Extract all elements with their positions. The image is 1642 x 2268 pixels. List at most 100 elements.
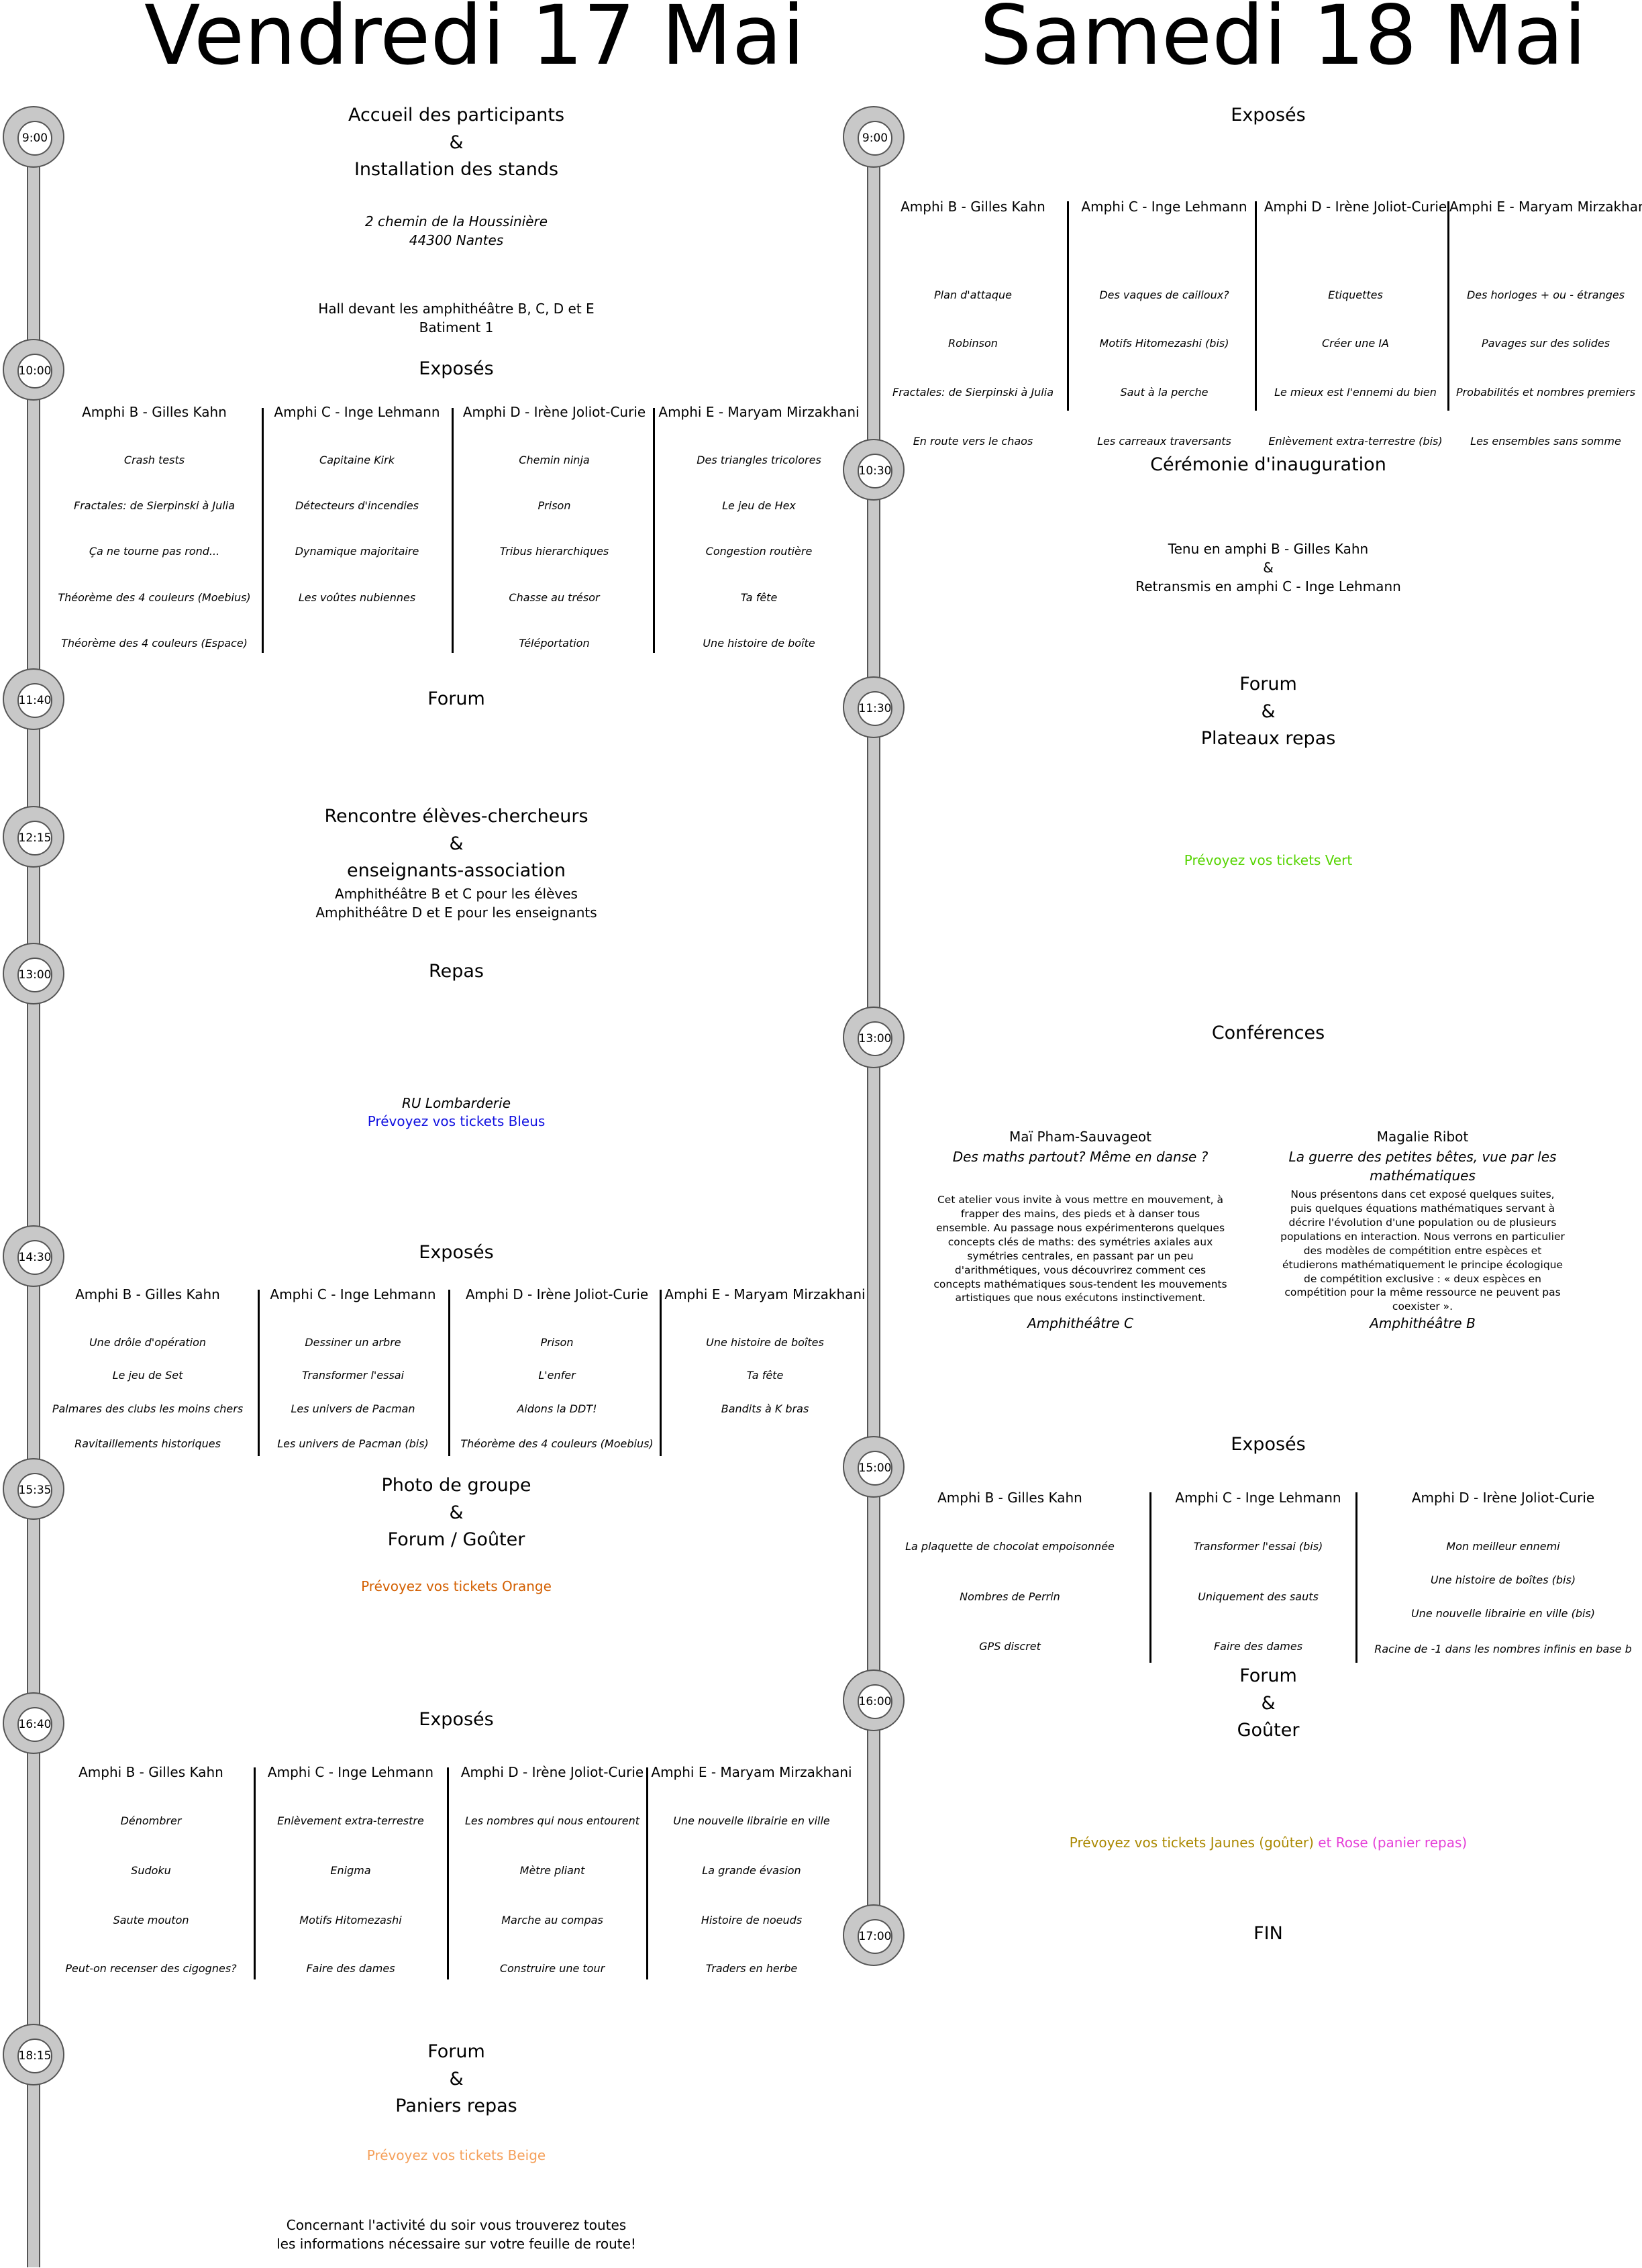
column-divider	[1067, 201, 1069, 411]
accueil-title: Accueil des participants & Installation …	[348, 105, 565, 180]
time-node: 14:30	[3, 1225, 64, 1287]
time-node: 12:15	[3, 806, 64, 868]
time-node: 9:00	[3, 106, 64, 168]
time-node: 9:00	[843, 106, 905, 168]
amphi-header: Amphi C - Inge Lehmann	[274, 404, 440, 420]
talk-title: Ça ne tourne pas rond...	[89, 545, 220, 558]
amphi-header: Amphi C - Inge Lehmann	[267, 1764, 434, 1780]
photo-title: Photo de groupe & Forum / Goûter	[381, 1475, 531, 1550]
time-label: 18:15	[17, 2039, 52, 2073]
conference-abstract: Nous présentons dans cet exposé quelques…	[1280, 1188, 1565, 1313]
conference-room: Amphithéâtre B	[1370, 1315, 1476, 1331]
conference-speaker: Magalie Ribot	[1376, 1129, 1469, 1145]
talk-title: En route vers le chaos	[913, 435, 1033, 448]
talk-title: Tribus hierarchiques	[499, 545, 609, 558]
column-divider	[646, 1767, 648, 1979]
section-title: Exposés	[1231, 1434, 1306, 1455]
talk-title: Transformer l'essai (bis)	[1193, 1540, 1323, 1553]
time-node: 18:15	[3, 2024, 64, 2085]
talk-title: Une drôle d'opération	[89, 1336, 207, 1349]
time-label: 12:15	[17, 821, 52, 856]
ticket-orange: Prévoyez vos tickets Orange	[361, 1578, 552, 1594]
talk-title: Ravitaillements historiques	[74, 1437, 221, 1450]
time-label: 11:40	[17, 683, 52, 718]
talk-title: Faire des dames	[306, 1962, 395, 1975]
talk-title: Peut-on recenser des cigognes?	[65, 1962, 237, 1975]
talk-title: L'enfer	[538, 1369, 576, 1382]
time-node: 13:00	[3, 943, 64, 1004]
ticket-yellow: Prévoyez vos tickets Jaunes (goûter)	[1069, 1835, 1314, 1851]
rencontre-location: Amphithéâtre B et C pour les élèves Amph…	[315, 886, 597, 921]
talk-title: Prison	[540, 1336, 574, 1349]
time-label: 13:00	[17, 958, 52, 992]
time-node: 15:35	[3, 1458, 64, 1520]
section-title: Exposés	[419, 1242, 494, 1263]
time-node: 16:40	[3, 1692, 64, 1754]
ticket-yellow-pink: Prévoyez vos tickets Jaunes (goûter) et …	[966, 1814, 1570, 1852]
talk-title: Chemin ninja	[519, 454, 590, 466]
forum-title: Forum & Plateaux repas	[1200, 674, 1336, 749]
forum-title: Forum & Paniers repas	[395, 2041, 517, 2116]
talk-title: Théorème des 4 couleurs (Espace)	[61, 637, 248, 650]
conference-abstract: Cet atelier vous invite à vous mettre en…	[933, 1194, 1227, 1304]
column-divider	[1355, 1492, 1357, 1663]
talk-title: Les voûtes nubiennes	[298, 591, 416, 604]
talk-title: Probabilités et nombres premiers	[1455, 386, 1636, 399]
talk-title: Le jeu de Hex	[722, 499, 796, 512]
time-node: 11:40	[3, 668, 64, 730]
talk-title: Des horloges + ou - étranges	[1466, 289, 1625, 301]
time-label: 13:00	[858, 1021, 892, 1056]
talk-title: La plaquette de chocolat empoisonnée	[905, 1540, 1115, 1553]
talk-title: Palmares des clubs les moins chers	[52, 1402, 244, 1415]
talk-title: Aidons la DDT!	[517, 1402, 597, 1415]
talk-title: Enlèvement extra-terrestre (bis)	[1268, 435, 1443, 448]
talk-title: Les univers de Pacman (bis)	[277, 1437, 429, 1450]
rencontre-title: Rencontre élèves-chercheurs & enseignant…	[324, 806, 588, 881]
talk-title: Une nouvelle librairie en ville	[673, 1814, 830, 1827]
ticket-blue: Prévoyez vos tickets Bleus	[367, 1113, 546, 1129]
repas-place: RU Lombarderie	[401, 1095, 511, 1111]
section-title: Exposés	[419, 358, 494, 379]
repas-title: Repas	[429, 961, 484, 982]
section-title: Exposés	[1231, 105, 1306, 125]
amphi-header: Amphi C - Inge Lehmann	[270, 1286, 436, 1302]
column-divider	[1255, 201, 1257, 411]
amphi-header: Amphi B - Gilles Kahn	[82, 404, 227, 420]
talk-title: Théorème des 4 couleurs (Moebius)	[58, 591, 251, 604]
talk-title: Détecteurs d'incendies	[295, 499, 419, 512]
time-label: 9:00	[858, 121, 892, 156]
talk-title: Racine de -1 dans les nombres infinis en…	[1374, 1643, 1632, 1655]
talk-title: Mètre pliant	[519, 1864, 585, 1877]
talk-title: Une histoire de boîtes (bis)	[1430, 1574, 1576, 1586]
time-label: 10:30	[858, 454, 892, 488]
talk-title: Prison	[537, 499, 571, 512]
time-node: 15:00	[843, 1436, 905, 1498]
talk-title: Créer une IA	[1322, 337, 1389, 350]
conference-title: Des maths partout? Même en danse ?	[952, 1149, 1209, 1165]
column-divider	[653, 408, 655, 653]
ceremonie-detail: Tenu en amphi B - Gilles Kahn & Retransm…	[1135, 541, 1401, 595]
talk-title: Sudoku	[131, 1864, 171, 1877]
column-divider	[448, 1290, 450, 1456]
talk-title: Congestion routière	[705, 545, 813, 558]
talk-title: Chasse au trésor	[509, 591, 600, 604]
talk-title: Dénombrer	[120, 1814, 182, 1827]
time-label: 10:00	[17, 354, 52, 389]
talk-title: Théorème des 4 couleurs (Moebius)	[460, 1437, 654, 1450]
time-label: 9:00	[17, 121, 52, 156]
talk-title: Faire des dames	[1213, 1640, 1303, 1653]
talk-title: Des triangles tricolores	[697, 454, 821, 466]
amphi-header: Amphi E - Maryam Mirzakhani	[664, 1286, 866, 1302]
talk-title: Crash tests	[123, 454, 185, 466]
amphi-header: Amphi D - Irène Joliot-Curie	[465, 1286, 649, 1302]
amphi-header: Amphi D - Irène Joliot-Curie	[1411, 1490, 1595, 1506]
fin-label: FIN	[1253, 1923, 1283, 1944]
amphi-header: Amphi D - Irène Joliot-Curie	[1264, 199, 1447, 215]
forum-title: Forum	[427, 688, 485, 709]
column-divider	[452, 408, 454, 653]
talk-title: Motifs Hitomezashi	[299, 1914, 402, 1926]
talk-title: Le mieux est l'ennemi du bien	[1274, 386, 1437, 399]
column-divider	[1447, 201, 1449, 411]
talk-title: Capitaine Kirk	[319, 454, 395, 466]
time-node: 10:30	[843, 439, 905, 501]
